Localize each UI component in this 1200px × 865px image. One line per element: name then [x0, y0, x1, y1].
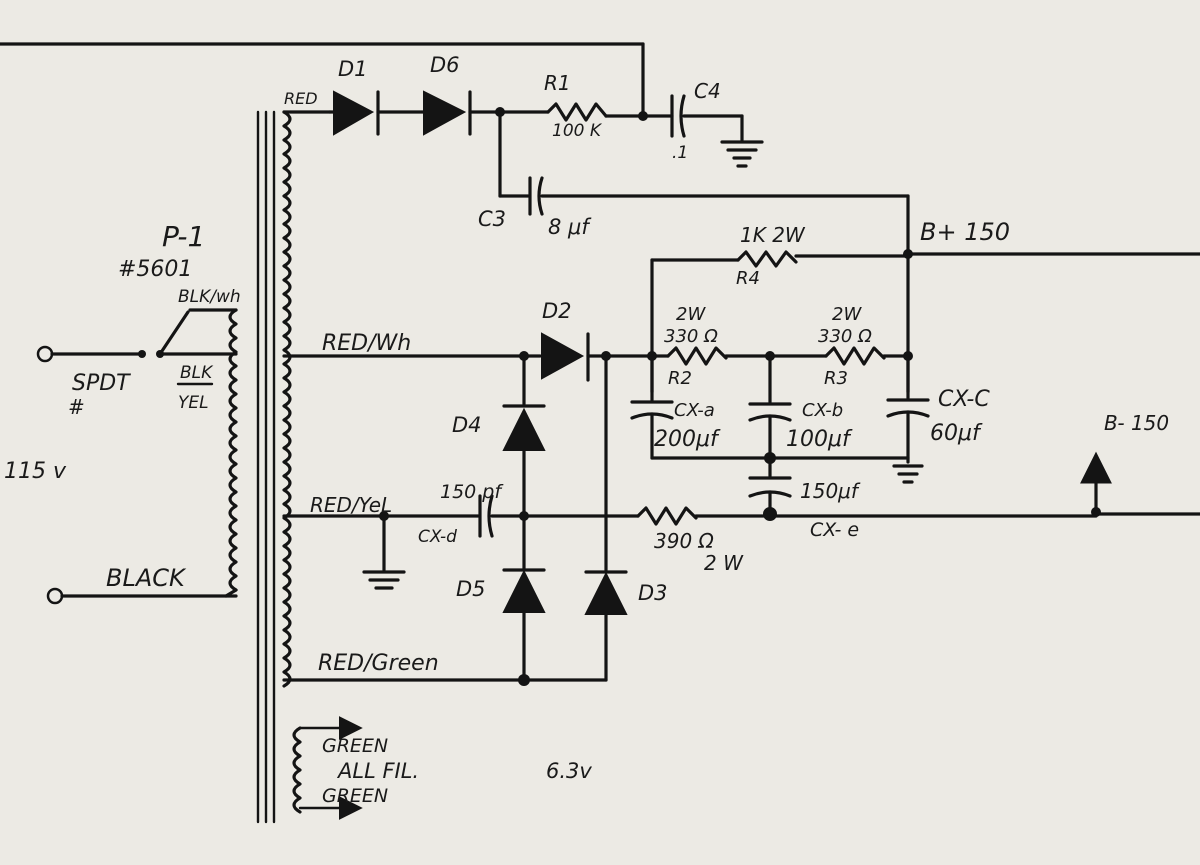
label-black: BLACK: [106, 564, 187, 592]
label-d6: D6: [430, 53, 460, 77]
diode-d1: [328, 90, 380, 136]
label-r2: R2: [668, 368, 692, 389]
label-red-yel: RED/YeL: [310, 493, 392, 517]
capacitor-c4: [670, 94, 744, 142]
label-yel: YEL: [178, 393, 209, 413]
capacitor-cx-d: [478, 494, 494, 538]
label-cx-b-val: 100μf: [786, 427, 853, 452]
filament-winding: [292, 716, 363, 820]
label-cx-d: CX-d: [418, 527, 457, 547]
label-r1-val: 100 K: [552, 121, 603, 141]
label-b-minus: B- 150: [1104, 411, 1169, 435]
label-c4-val: .1: [672, 143, 688, 163]
spdt-switch: [36, 310, 238, 363]
label-cx-b: CX-b: [802, 400, 843, 421]
label-green-top: GREEN: [322, 735, 388, 757]
label-r1: R1: [544, 71, 571, 95]
label-cx-c: CX-C: [938, 387, 990, 412]
label-p1: P-1: [162, 220, 205, 253]
label-red: RED: [284, 89, 318, 108]
label-r2-val: 330 Ω: [664, 326, 718, 347]
diode-d2: [541, 332, 590, 382]
label-r3-val: 330 Ω: [818, 326, 872, 347]
label-c4: C4: [694, 79, 721, 103]
label-cx-c-val: 60μf: [930, 421, 983, 446]
label-r3-watt: 2W: [832, 304, 862, 325]
label-c3-val: 8 μf: [548, 215, 592, 239]
label-green-bottom: GREEN: [322, 785, 388, 807]
capacitor-cx-e: [748, 456, 792, 514]
label-spdt: SPDT: [72, 371, 131, 396]
capacitor-cx-b: [748, 354, 792, 460]
label-blk-wh: BLK/wh: [178, 287, 241, 307]
label-cx-a: CX-a: [674, 400, 715, 421]
resistor-r1: [546, 102, 608, 122]
diode-d6: [423, 90, 472, 136]
diode-d4: [502, 404, 546, 451]
label-d1: D1: [338, 57, 368, 81]
label-red-wh: RED/Wh: [322, 331, 411, 356]
resistor-r3: [824, 346, 886, 366]
label-red-green: RED/Green: [318, 651, 439, 676]
label-cx-a-val: 200μf: [654, 427, 721, 452]
input-neutral: [46, 587, 238, 605]
label-p1-part: #5601: [118, 257, 192, 282]
label-hash: #: [68, 395, 85, 419]
label-6-3v: 6.3v: [546, 759, 592, 783]
label-cx-d-val: 150 pf: [440, 481, 504, 503]
secondary-winding: [282, 110, 292, 688]
label-d3: D3: [638, 581, 668, 605]
label-r4: R4: [736, 268, 760, 289]
label-390-watt: 2 W: [704, 551, 744, 575]
ground-c4: [720, 140, 764, 168]
label-115v: 115 v: [4, 459, 67, 484]
label-390-val: 390 Ω: [654, 529, 715, 553]
resistor-r4: [736, 250, 798, 268]
label-d2: D2: [542, 299, 572, 323]
diode-d3: [584, 570, 628, 615]
label-all-fil: ALL FIL.: [336, 759, 419, 783]
label-c3: C3: [478, 207, 506, 231]
resistor-390: [636, 506, 698, 526]
capacitor-c3: [528, 176, 544, 216]
label-b-plus: B+ 150: [920, 218, 1010, 246]
ground-red-yel: [362, 570, 406, 590]
label-d5: D5: [456, 577, 486, 601]
label-blk: BLK: [180, 363, 214, 383]
label-r3: R3: [824, 368, 848, 389]
label-d4: D4: [452, 413, 482, 437]
capacitor-cx-c: [886, 354, 930, 464]
top-rail: [0, 42, 645, 118]
diode-d5: [502, 568, 546, 613]
ground-cx-c: [892, 464, 924, 484]
label-r2-watt: 2W: [676, 304, 706, 325]
transformer-core: [256, 110, 276, 824]
label-cx-e-val: 150μf: [800, 479, 861, 503]
resistor-r2: [666, 346, 728, 366]
label-cx-e: CX- e: [810, 519, 859, 541]
labels: P-1 #5601 BLK/wh BLK YEL SPDT # 115 v BL…: [4, 53, 1169, 807]
capacitor-cx-a: [630, 354, 674, 460]
label-r4-val: 1K 2W: [740, 223, 806, 247]
